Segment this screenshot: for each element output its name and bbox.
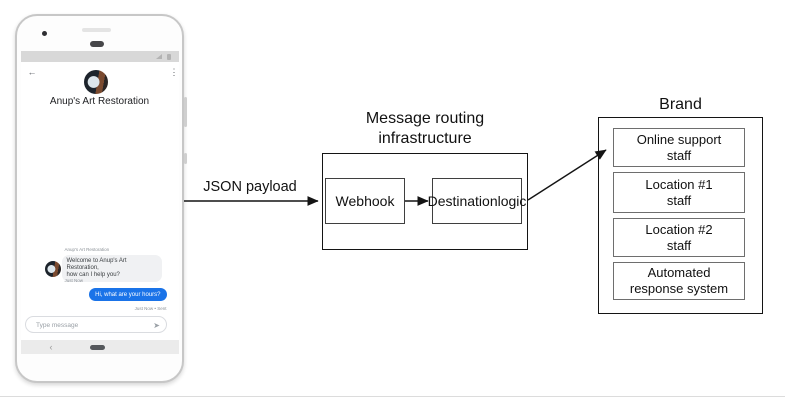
back-icon[interactable]: ← bbox=[27, 67, 37, 77]
brand-title: Brand bbox=[659, 96, 702, 113]
android-nav-bar: ‹ bbox=[20, 340, 179, 354]
send-icon[interactable]: ➤ bbox=[153, 321, 160, 330]
incoming-message-line: how can I help you? bbox=[66, 272, 120, 278]
brand-item-line: Location #1 bbox=[645, 176, 713, 192]
conversation-title: Anup's Art Restoration bbox=[49, 96, 150, 107]
signal-icon bbox=[155, 54, 162, 59]
message-composer[interactable]: ➤ bbox=[25, 316, 167, 333]
webhook-node: Webhook bbox=[325, 178, 405, 224]
destination-line: logic bbox=[497, 192, 527, 209]
destination-line: Destination bbox=[427, 192, 498, 209]
message-input[interactable] bbox=[34, 318, 148, 333]
brand-item-line: Automated bbox=[647, 265, 711, 280]
phone-mockup: ← ⋮ Anup's Art Restoration Anup's Art Re… bbox=[15, 14, 187, 383]
brand-item-line: staff bbox=[666, 237, 692, 253]
message-avatar bbox=[44, 261, 61, 277]
bottom-divider bbox=[0, 396, 785, 397]
phone-screen: ← ⋮ Anup's Art Restoration Anup's Art Re… bbox=[20, 51, 179, 354]
brand-item-line: Location #2 bbox=[645, 221, 713, 237]
brand-item-automated-response: Automated response system bbox=[613, 262, 745, 300]
json-payload-label: JSON payload bbox=[203, 179, 297, 195]
volume-button bbox=[184, 97, 187, 127]
brand-item-line: staff bbox=[666, 147, 692, 163]
incoming-message-bubble: Welcome to Anup's Art Restoration, how c… bbox=[61, 255, 162, 282]
front-camera-icon bbox=[42, 31, 47, 36]
nav-home-pill[interactable] bbox=[89, 345, 105, 350]
speaker-slot bbox=[82, 28, 111, 32]
outgoing-timestamp: Just Now • Sent bbox=[134, 306, 167, 311]
destination-logic-node: Destination logic bbox=[428, 178, 526, 224]
earpiece bbox=[90, 41, 104, 47]
brand-item-online-support: Online support staff bbox=[613, 128, 745, 167]
destination-to-brand-arrow bbox=[527, 149, 607, 201]
routing-title-line: infrastructure bbox=[378, 130, 472, 147]
routing-title: Message routing infrastructure bbox=[322, 109, 528, 149]
outgoing-message-bubble: Hi, what are your hours? bbox=[89, 288, 167, 301]
brand-item-line: staff bbox=[666, 192, 692, 208]
brand-item-line: Online support bbox=[636, 131, 722, 147]
brand-item-line: response system bbox=[629, 281, 729, 296]
brand-item-location-2: Location #2 staff bbox=[613, 218, 745, 257]
incoming-timestamp: Just Now bbox=[64, 278, 84, 283]
business-avatar bbox=[83, 70, 108, 94]
overflow-menu-icon[interactable]: ⋮ bbox=[169, 67, 179, 77]
routing-title-line: Message routing bbox=[365, 110, 485, 127]
status-bar bbox=[20, 51, 179, 62]
nav-back-icon[interactable]: ‹ bbox=[49, 341, 53, 352]
sender-label: Anup's Art Restoration bbox=[64, 247, 110, 252]
power-button bbox=[184, 153, 187, 164]
incoming-message-line: Welcome to Anup's Art Restoration, bbox=[66, 258, 127, 271]
battery-icon bbox=[166, 53, 171, 60]
brand-item-location-1: Location #1 staff bbox=[613, 172, 745, 213]
